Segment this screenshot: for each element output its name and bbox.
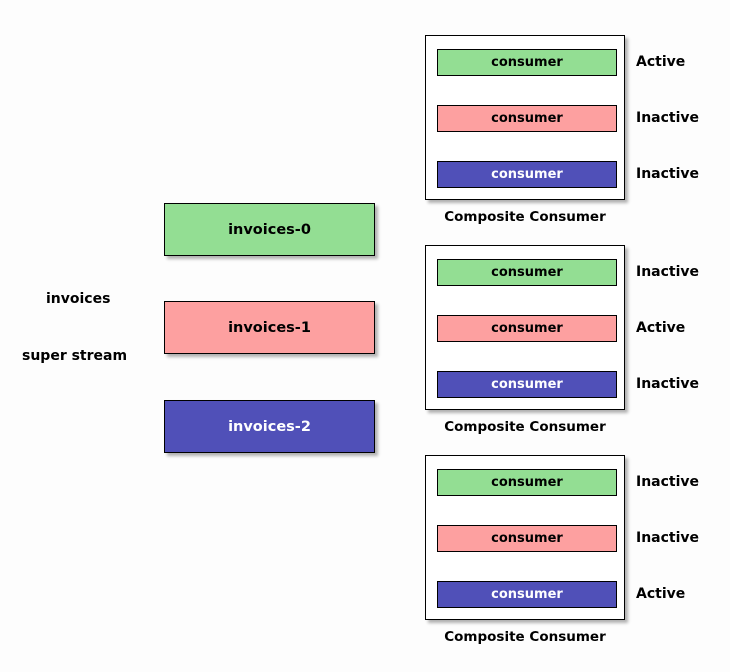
partition-block-invoices-2: invoices-2 bbox=[164, 400, 375, 453]
super-stream-type-label: super stream bbox=[22, 348, 128, 364]
consumer-block: consumer bbox=[437, 581, 617, 608]
composite-consumer-group-3: consumer consumer consumer bbox=[425, 455, 625, 620]
status-label-inactive: Inactive bbox=[636, 264, 700, 280]
status-label-active: Active bbox=[636, 54, 686, 70]
consumer-block: consumer bbox=[437, 371, 617, 398]
status-label-inactive: Inactive bbox=[636, 530, 700, 546]
status-label-inactive: Inactive bbox=[636, 474, 700, 490]
consumer-block: consumer bbox=[437, 469, 617, 496]
consumer-block: consumer bbox=[437, 105, 617, 132]
composite-consumer-caption: Composite Consumer bbox=[444, 419, 606, 435]
partition-block-invoices-0: invoices-0 bbox=[164, 203, 375, 256]
status-label-active: Active bbox=[636, 586, 686, 602]
consumer-block: consumer bbox=[437, 161, 617, 188]
composite-consumer-caption: Composite Consumer bbox=[444, 209, 606, 225]
partition-block-invoices-1: invoices-1 bbox=[164, 301, 375, 354]
status-label-inactive: Inactive bbox=[636, 110, 700, 126]
status-label-inactive: Inactive bbox=[636, 166, 700, 182]
consumer-block: consumer bbox=[437, 259, 617, 286]
status-label-active: Active bbox=[636, 320, 686, 336]
composite-consumer-group-1: consumer consumer consumer bbox=[425, 35, 625, 200]
composite-consumer-caption: Composite Consumer bbox=[444, 629, 606, 645]
consumer-block: consumer bbox=[437, 49, 617, 76]
consumer-block: consumer bbox=[437, 315, 617, 342]
composite-consumer-group-2: consumer consumer consumer bbox=[425, 245, 625, 410]
super-stream-name-label: invoices bbox=[46, 291, 111, 307]
status-label-inactive: Inactive bbox=[636, 376, 700, 392]
consumer-block: consumer bbox=[437, 525, 617, 552]
